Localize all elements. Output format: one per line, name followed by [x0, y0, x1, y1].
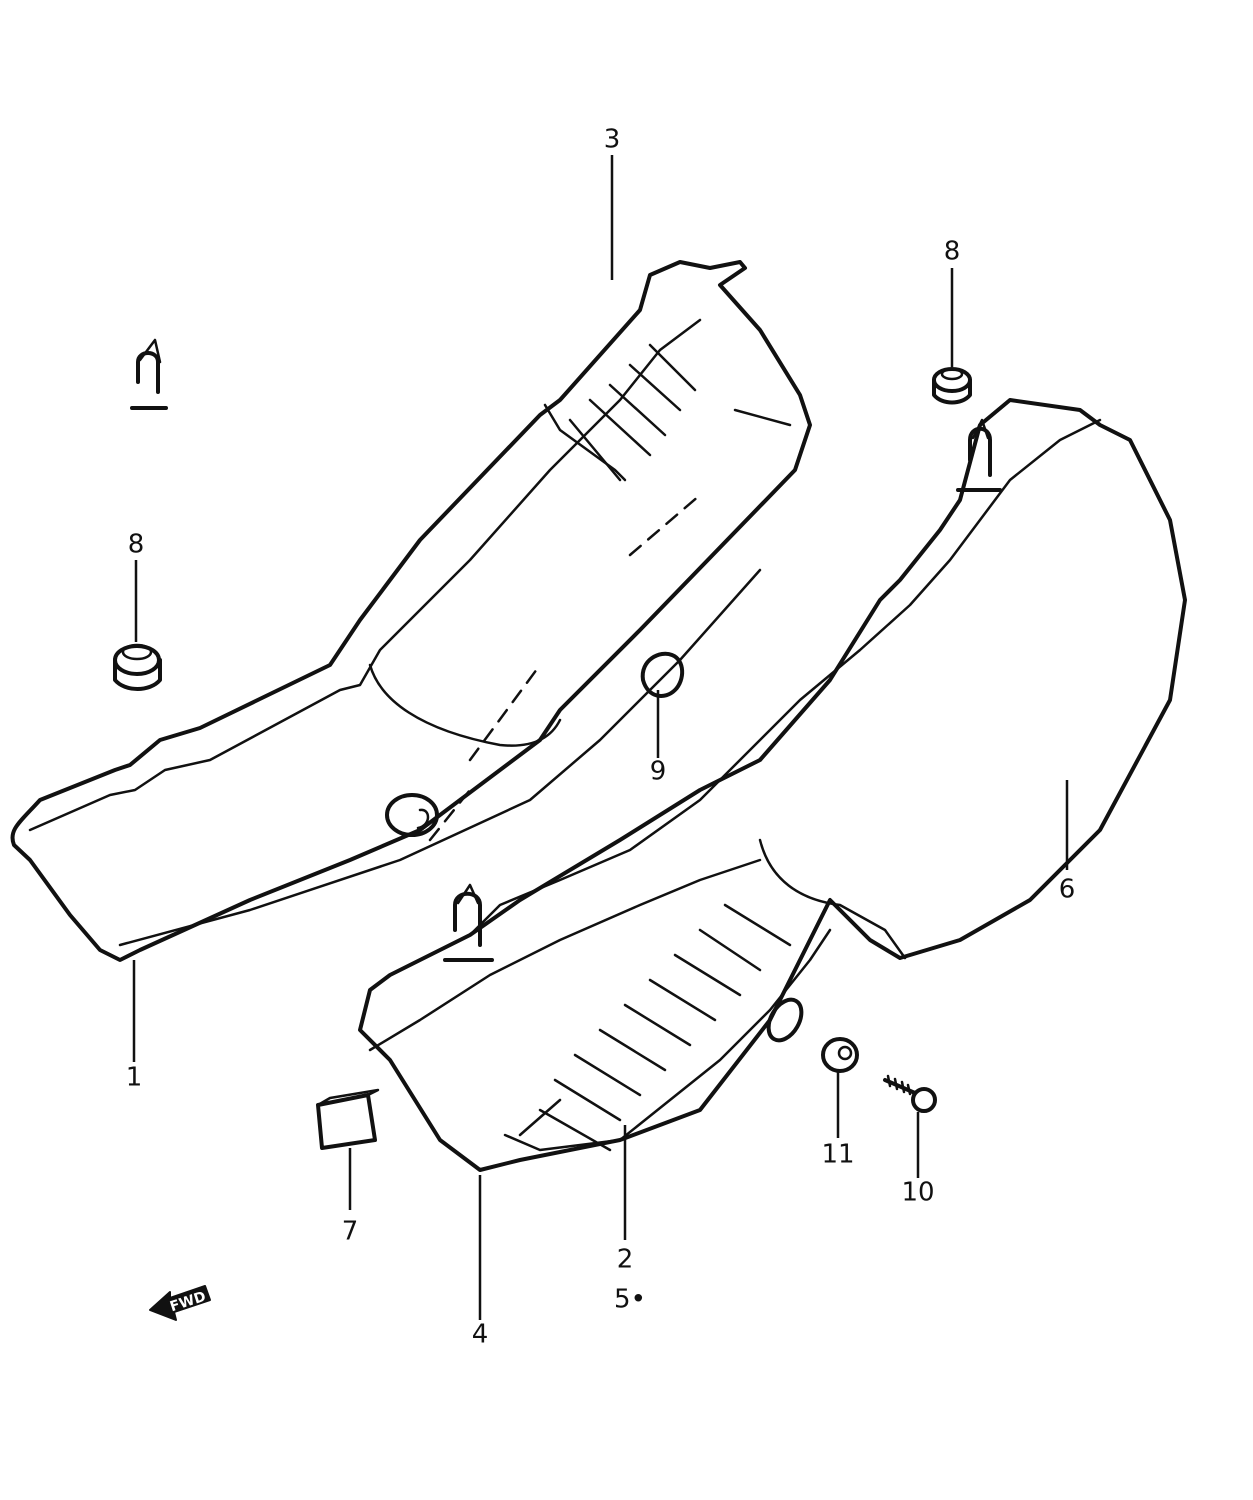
forward-arrow-label: FWD — [168, 1289, 208, 1316]
callout-9: 9 — [650, 757, 667, 787]
callout-10: 10 — [901, 1178, 934, 1208]
forward-arrow-icon: FWD — [149, 1285, 211, 1321]
callout-2: 2 — [617, 1245, 634, 1275]
callout-5: 5• — [614, 1285, 646, 1315]
left-frame-cover — [10, 260, 812, 962]
grommet-left — [113, 643, 162, 691]
right-frame-cover — [358, 398, 1187, 1172]
callout-1: 1 — [126, 1063, 143, 1093]
callout-8-right: 8 — [944, 237, 961, 267]
callout-3: 3 — [604, 125, 621, 155]
callout-8-left: 8 — [128, 530, 145, 560]
callout-6: 6 — [1059, 875, 1076, 905]
callout-7: 7 — [342, 1217, 359, 1247]
leader-lines — [132, 155, 1069, 1320]
washer-part-9 — [640, 651, 685, 698]
screw-part-10 — [883, 1074, 937, 1113]
callout-4: 4 — [472, 1320, 489, 1350]
washer-part-11 — [821, 1037, 859, 1073]
cushion-part-7 — [316, 1088, 380, 1150]
callout-11: 11 — [821, 1140, 854, 1170]
grommet-right — [932, 367, 972, 405]
